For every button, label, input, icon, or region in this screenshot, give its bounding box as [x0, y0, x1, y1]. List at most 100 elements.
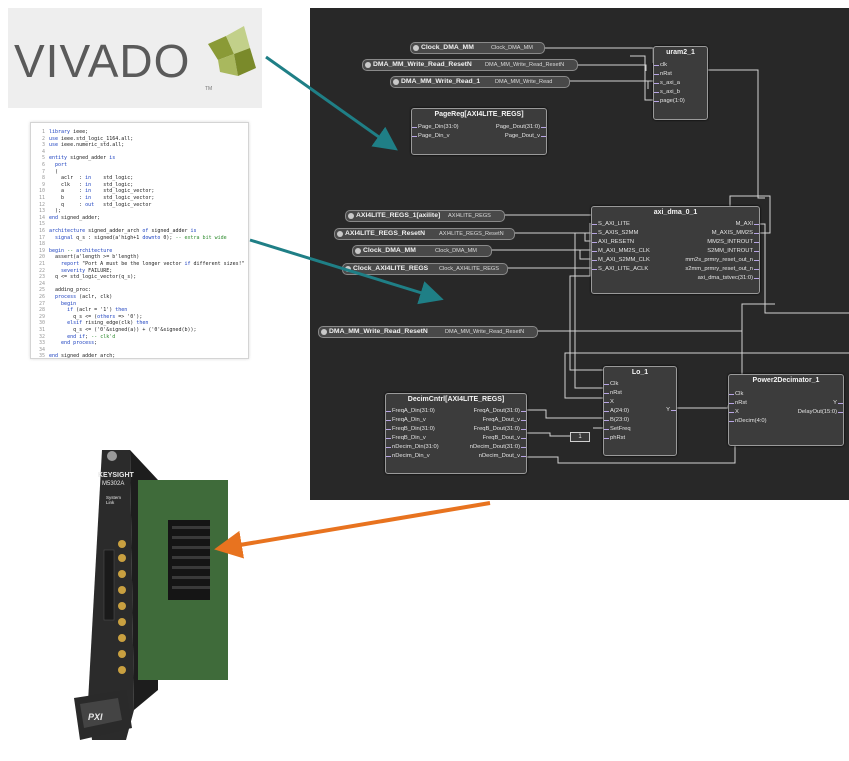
- code-line: 33 end process;: [31, 340, 248, 347]
- code-line-number: 18: [38, 241, 45, 248]
- decim-pin: nDecim_Dout(31:0): [469, 444, 527, 450]
- code-line-number: 12: [38, 201, 45, 208]
- block-design-canvas[interactable]: uram2_1 clk nRst s_axi_a s_axi_b page(1:…: [310, 8, 849, 500]
- code-line: 22 severity FAILURE;: [31, 268, 248, 275]
- p2d-pin: nRst: [729, 400, 747, 406]
- code-line-text: q_s <= ('0'&signed(a)) + ('0'&signed(b))…: [49, 327, 197, 333]
- axi-dma-pin: S2MM_INTROUT: [707, 248, 759, 254]
- code-line-text: severity FAILURE;: [61, 267, 113, 274]
- code-line-number: 4: [41, 148, 45, 155]
- lo-block[interactable]: Lo_1 Clk nRst X A(24:0) B(23:0) SetFreq …: [603, 366, 677, 456]
- port-dma-write-read-1[interactable]: DMA_MM_Write_Read_1 DMA_MM_Write_Read: [390, 76, 570, 88]
- pxi-logo: PXI: [88, 712, 103, 722]
- port-dot-icon: [321, 329, 327, 335]
- decim-pin: FreqA_Din(31:0): [386, 408, 435, 414]
- pagereg-pin: Page_Din_v: [412, 133, 450, 139]
- decim-pin: FreqB_Din_v: [386, 435, 426, 441]
- code-line: 31 q_s <= ('0'&signed(a)) + ('0'&signed(…: [31, 327, 248, 334]
- p2d-pin: DelayOut(15:0): [797, 409, 844, 415]
- pxi-card-illustration: [74, 450, 228, 740]
- code-line: 28 if (aclr = '1') then: [31, 307, 248, 314]
- uram-pin: s_axi_b: [654, 89, 680, 95]
- code-line-number: 33: [38, 340, 45, 347]
- code-line: 32 end if; -- clk'd: [31, 334, 248, 341]
- code-line: 34: [31, 347, 248, 354]
- card-model: M5302A: [102, 481, 125, 487]
- code-line-number: 21: [38, 261, 45, 267]
- code-line-number: 28: [38, 307, 45, 314]
- code-line: 16 architecture signed_adder_arch of sign…: [31, 228, 248, 235]
- uram-pin: s_axi_a: [654, 80, 680, 86]
- code-line-number: 32: [38, 333, 45, 340]
- code-line-number: 16: [38, 228, 45, 234]
- port-axi4lite-regs-resetn[interactable]: AXI4LITE_REGS_ResetN AXI4LITE_REGS_Reset…: [334, 228, 515, 240]
- code-line-number: 11: [38, 195, 45, 201]
- code-line-text: process (aclr, clk): [55, 294, 113, 300]
- code-line-number: 23: [38, 274, 45, 281]
- port-axi4lite-regs-1[interactable]: AXI4LITE_REGS_1[axilite] AXI4LITE_REGS: [345, 210, 505, 222]
- port-dot-icon: [355, 248, 361, 254]
- code-line-text: end signed_adder;: [49, 214, 101, 221]
- port-clock-axi4lite-regs[interactable]: Clock_AXI4LITE_REGS Clock_AXI4LITE_REGS: [342, 263, 508, 275]
- uram-block[interactable]: uram2_1 clk nRst s_axi_a s_axi_b page(1:…: [653, 46, 708, 120]
- code-line: 7 (: [31, 169, 248, 176]
- code-line-number: 6: [41, 162, 45, 168]
- decim-pin: nDecim_Dout_v: [478, 453, 527, 459]
- port-dot-icon: [413, 45, 419, 51]
- code-line-text: entity signed_adder is: [49, 155, 116, 162]
- card-brand: KEYSIGHT: [98, 472, 134, 479]
- code-line: 21 report "Port A must be the longer vec…: [31, 261, 248, 268]
- code-line-number: 22: [38, 267, 45, 274]
- axi-dma-block[interactable]: axi_dma_0_1 S_AXI_LITE S_AXIS_S2MM AXI_R…: [591, 206, 760, 294]
- code-line: 9 clk : in std_logic;: [31, 182, 248, 189]
- code-line-number: 17: [38, 234, 45, 241]
- port-clock-dma-mm[interactable]: Clock_DMA_MM Clock_DMA_MM: [410, 42, 545, 54]
- decim-pin: FreqA_Dout_v: [482, 417, 527, 423]
- axi-dma-pin: M_AXIS_MM2S: [711, 230, 760, 236]
- lo-pin: A(24:0): [603, 408, 630, 414]
- uram-pin: clk: [653, 62, 668, 68]
- code-line-text: a : in std_logic_vector;: [49, 188, 155, 195]
- code-line: 18: [31, 241, 248, 248]
- decim-pin: FreqB_Dout_v: [482, 435, 527, 441]
- code-line: 12 q : out std_logic_vector: [31, 202, 248, 209]
- decimcntrl-block[interactable]: DecimCntrl[AXI4LITE_REGS] FreqA_Din(31:0…: [385, 393, 527, 474]
- port-dma-write-read-resetn[interactable]: DMA_MM_Write_Read_ResetN DMA_MM_Write_Re…: [362, 59, 578, 71]
- pagereg-pin: Page_Din(31:0): [412, 124, 459, 130]
- axi-dma-pin: axi_dma_tstvec(31:0): [697, 275, 760, 281]
- pagereg-pin: Page_Dout_v: [504, 133, 547, 139]
- code-line-number: 20: [38, 254, 45, 261]
- code-line: 27 begin: [31, 301, 248, 308]
- port-dma-write-read-resetn-2[interactable]: DMA_MM_Write_Read_ResetN DMA_MM_Write_Re…: [318, 326, 538, 338]
- code-line-text: (: [49, 168, 59, 175]
- port-clock-dma-mm-2[interactable]: Clock_DMA_MM Clock_DMA_MM: [352, 245, 492, 257]
- pagereg-block[interactable]: PageReg[AXI4LITE_REGS] Page_Din(31:0) Pa…: [411, 108, 547, 155]
- code-line-number: 13: [38, 208, 45, 215]
- code-line-number: 29: [38, 313, 45, 320]
- constant-block[interactable]: 1: [570, 432, 590, 442]
- code-line-text: end if; -- clk'd: [67, 333, 116, 340]
- decim-pin: nDecim_Din(31:0): [386, 444, 439, 450]
- code-line-text: q <= std_logic_vector(q_s);: [49, 274, 137, 281]
- code-line: 4: [31, 149, 248, 156]
- power2decimator-block[interactable]: Power2Decimator_1 Clk nRst X nDecim(4:0)…: [728, 374, 844, 446]
- code-line: 25 adding_proc:: [31, 287, 248, 294]
- code-line-number: 31: [38, 327, 45, 333]
- decim-pin: FreqB_Din(31:0): [386, 426, 435, 432]
- p2d-title: Power2Decimator_1: [752, 377, 820, 384]
- code-line-text: architecture signed_adder_arch of signed…: [49, 228, 197, 234]
- pagereg-title: PageReg[AXI4LITE_REGS]: [434, 111, 524, 118]
- uram-pin: page(1:0): [654, 98, 685, 104]
- code-line-number: 34: [38, 346, 45, 353]
- code-line: 6 port: [31, 162, 248, 169]
- p2d-pin: Clk: [728, 391, 744, 397]
- code-line: 20 assert(a'length >= b'length): [31, 254, 248, 261]
- code-line: 26 process (aclr, clk): [31, 294, 248, 301]
- port-dot-icon: [345, 266, 351, 272]
- code-line-text: assert(a'length >= b'length): [49, 254, 140, 261]
- code-line-number: 19: [38, 247, 45, 254]
- axi-dma-pin: M_AXI_S2MM_CLK: [592, 257, 650, 263]
- code-line-text: signal q_s : signed(a'high+1 downto 0); …: [55, 234, 227, 241]
